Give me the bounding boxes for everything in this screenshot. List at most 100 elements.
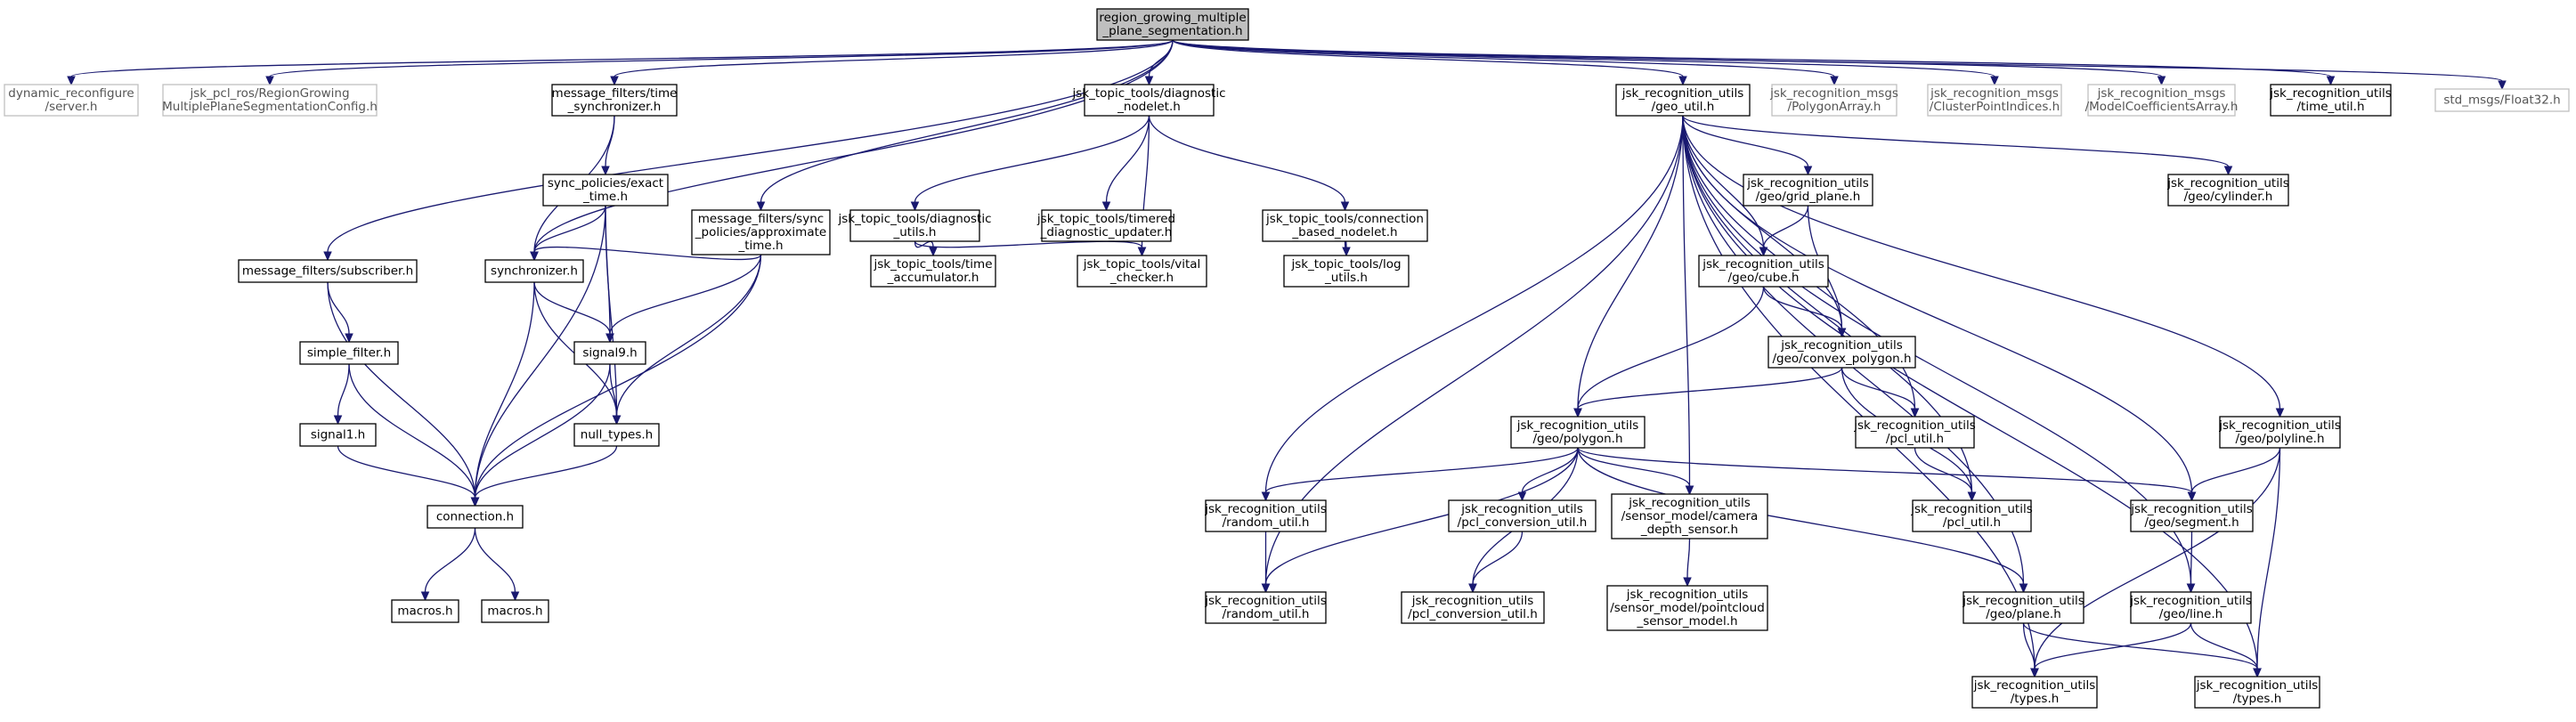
node-diagnodelet[interactable]: jsk_topic_tools/diagnostic_nodelet.h <box>1071 84 1226 117</box>
edge-arrowhead <box>510 591 520 602</box>
node-label-line: _based_nodelet.h <box>1291 225 1397 239</box>
node-box <box>1283 255 1410 288</box>
node-modelcoef[interactable]: jsk_recognition_msgs/ModelCoefficientsAr… <box>2085 84 2239 117</box>
node-cfg[interactable]: jsk_pcl_ros/RegionGrowingMultiplePlaneSe… <box>162 84 378 117</box>
edge-nulltypes-to-conn <box>470 445 618 507</box>
node-box <box>2167 174 2289 207</box>
node-signal1[interactable]: signal1.h <box>299 423 377 447</box>
node-label-line: jsk_recognition_utils <box>1746 176 1868 191</box>
node-box <box>2087 84 2236 117</box>
node-mfts[interactable]: message_filters/time_synchronizer.h <box>551 84 678 117</box>
node-timeacc[interactable]: jsk_topic_tools/time_accumulator.h <box>870 255 996 288</box>
node-cube[interactable]: jsk_recognition_utils/geo/cube.h <box>1698 255 1829 288</box>
node-geoutil[interactable]: jsk_recognition_utils/geo_util.h <box>1615 84 1751 117</box>
edge-arrowhead <box>1468 583 1477 594</box>
edge-line <box>269 39 1174 77</box>
node-cylinder[interactable]: jsk_recognition_utils/geo/cylinder.h <box>2166 174 2289 207</box>
edge-line <box>1577 447 2025 585</box>
node-box <box>1912 499 2032 532</box>
node-mfsub[interactable]: message_filters/subscriber.h <box>238 259 418 283</box>
node-label-line: /sensor_model/pointcloud <box>1610 601 1765 615</box>
node-label-line: _plane_segmentation.h <box>1101 24 1242 38</box>
node-label-line: jsk_recognition_utils <box>1780 338 1902 353</box>
node-camdepth[interactable]: jsk_recognition_utils/sensor_model/camer… <box>1611 493 1768 539</box>
edge-arrowhead <box>1678 76 1687 86</box>
edge-arrowhead <box>1261 491 1271 502</box>
node-logutils[interactable]: jsk_topic_tools/log_utils.h <box>1283 255 1410 288</box>
edge-line <box>348 363 476 499</box>
edge-line <box>1914 447 1973 493</box>
node-vital[interactable]: jsk_topic_tools/vital_checker.h <box>1077 255 1207 288</box>
node-connbased[interactable]: jsk_topic_tools/connection_based_nodelet… <box>1262 209 1428 242</box>
edge-arrowhead <box>929 247 938 257</box>
node-segment[interactable]: jsk_recognition_utils/geo/segment.h <box>2130 499 2254 532</box>
node-clusteridx[interactable]: jsk_recognition_msgs/ClusterPointIndices… <box>1927 84 2062 117</box>
node-pclconv_a[interactable]: jsk_recognition_utils/pcl_conversion_uti… <box>1448 499 1597 532</box>
node-macros1[interactable]: macros.h <box>391 599 459 623</box>
node-pclutil_a[interactable]: jsk_recognition_utils/pcl_util.h <box>1853 416 1976 449</box>
node-types_a[interactable]: jsk_recognition_utils/types.h <box>1971 676 2098 709</box>
node-polyarr[interactable]: jsk_recognition_msgs/PolygonArray.h <box>1769 84 1898 117</box>
edge-line <box>474 363 611 499</box>
node-polyline[interactable]: jsk_recognition_utils/geo/polyline.h <box>2218 416 2341 449</box>
edge-diagnodelet-to-diagutils <box>910 115 1150 212</box>
edge-signal9-to-nulltypes <box>609 363 622 426</box>
node-conn[interactable]: connection.h <box>427 505 524 529</box>
node-root[interactable]: region_growing_multiple_plane_segmentati… <box>1096 8 1249 41</box>
edge-line <box>1577 447 2193 493</box>
node-box <box>1205 499 1327 532</box>
node-polygon[interactable]: jsk_recognition_utils/geo/polygon.h <box>1510 416 1646 449</box>
node-box <box>1510 416 1646 449</box>
node-convex[interactable]: jsk_recognition_utils/geo/convex_polygon… <box>1767 336 1916 369</box>
node-macros2[interactable]: macros.h <box>481 599 549 623</box>
node-pclutil_b[interactable]: jsk_recognition_utils/pcl_util.h <box>1910 499 2033 532</box>
node-label-line: signal9.h <box>582 346 637 361</box>
edge-line <box>1682 115 2036 669</box>
node-spexact[interactable]: sync_policies/exact_time.h <box>542 174 669 207</box>
edge-arrowhead <box>2275 408 2285 418</box>
node-box <box>299 423 377 447</box>
node-plane[interactable]: jsk_recognition_utils/geo/plane.h <box>1962 591 2084 624</box>
edge-arrowhead <box>1517 491 1527 502</box>
node-label-line: /geo/cylinder.h <box>2184 190 2273 204</box>
node-label-line: jsk_recognition_utils <box>1910 502 2032 516</box>
node-diagutils[interactable]: jsk_topic_tools/diagnostic_utils.h <box>837 209 992 242</box>
node-box <box>238 259 418 283</box>
edge-root-to-float32 <box>1172 39 2507 91</box>
node-pointcloud[interactable]: jsk_recognition_utils/sensor_model/point… <box>1606 585 1768 631</box>
node-types_b[interactable]: jsk_recognition_utils/types.h <box>2194 676 2320 709</box>
node-line[interactable]: jsk_recognition_utils/geo/line.h <box>2129 591 2252 624</box>
node-gridplane[interactable]: jsk_recognition_utils/geo/grid_plane.h <box>1743 174 1873 207</box>
node-simple[interactable]: simple_filter.h <box>299 341 399 365</box>
edge-line <box>1682 115 2281 410</box>
edge-line <box>1682 115 2258 669</box>
node-randutil_a[interactable]: jsk_recognition_utils/random_util.h <box>1204 499 1327 532</box>
edge-line <box>1148 115 1346 203</box>
edge-line <box>609 254 762 335</box>
edge-line <box>1172 39 1995 77</box>
node-box <box>1743 174 1873 207</box>
node-randutil_b[interactable]: jsk_recognition_utils/random_util.h <box>1204 591 1327 624</box>
node-sync[interactable]: synchronizer.h <box>484 259 584 283</box>
node-box <box>2130 499 2254 532</box>
node-pclconv_b[interactable]: jsk_recognition_utils/pcl_conversion_uti… <box>1401 591 1545 624</box>
node-dyn[interactable]: dynamic_reconfigure/server.h <box>4 84 139 117</box>
node-mfapprox[interactable]: message_filters/sync_policies/approximat… <box>691 209 831 256</box>
node-label-line: message_filters/time <box>552 86 678 101</box>
node-label-line: /geo/cube.h <box>1728 271 1800 285</box>
graph-edges <box>67 39 2507 678</box>
node-nulltypes[interactable]: null_types.h <box>573 423 660 447</box>
node-label-line: dynamic_reconfigure <box>8 86 134 101</box>
node-signal9[interactable]: signal9.h <box>573 341 646 365</box>
edge-arrowhead <box>2186 583 2196 594</box>
node-timered[interactable]: jsk_topic_tools/timered_diagnostic_updat… <box>1036 209 1175 242</box>
node-box <box>1084 84 1215 117</box>
edge-line <box>474 527 516 593</box>
edge-line <box>605 205 618 417</box>
node-timeutil[interactable]: jsk_recognition_utils/time_util.h <box>2269 84 2392 117</box>
node-float32[interactable]: std_msgs/Float32.h <box>2434 88 2570 112</box>
node-label-line: jsk_recognition_utils <box>1702 257 1824 272</box>
edge-line <box>70 39 1174 77</box>
edge-arrowhead <box>265 76 274 86</box>
node-label-line: macros.h <box>487 604 542 619</box>
